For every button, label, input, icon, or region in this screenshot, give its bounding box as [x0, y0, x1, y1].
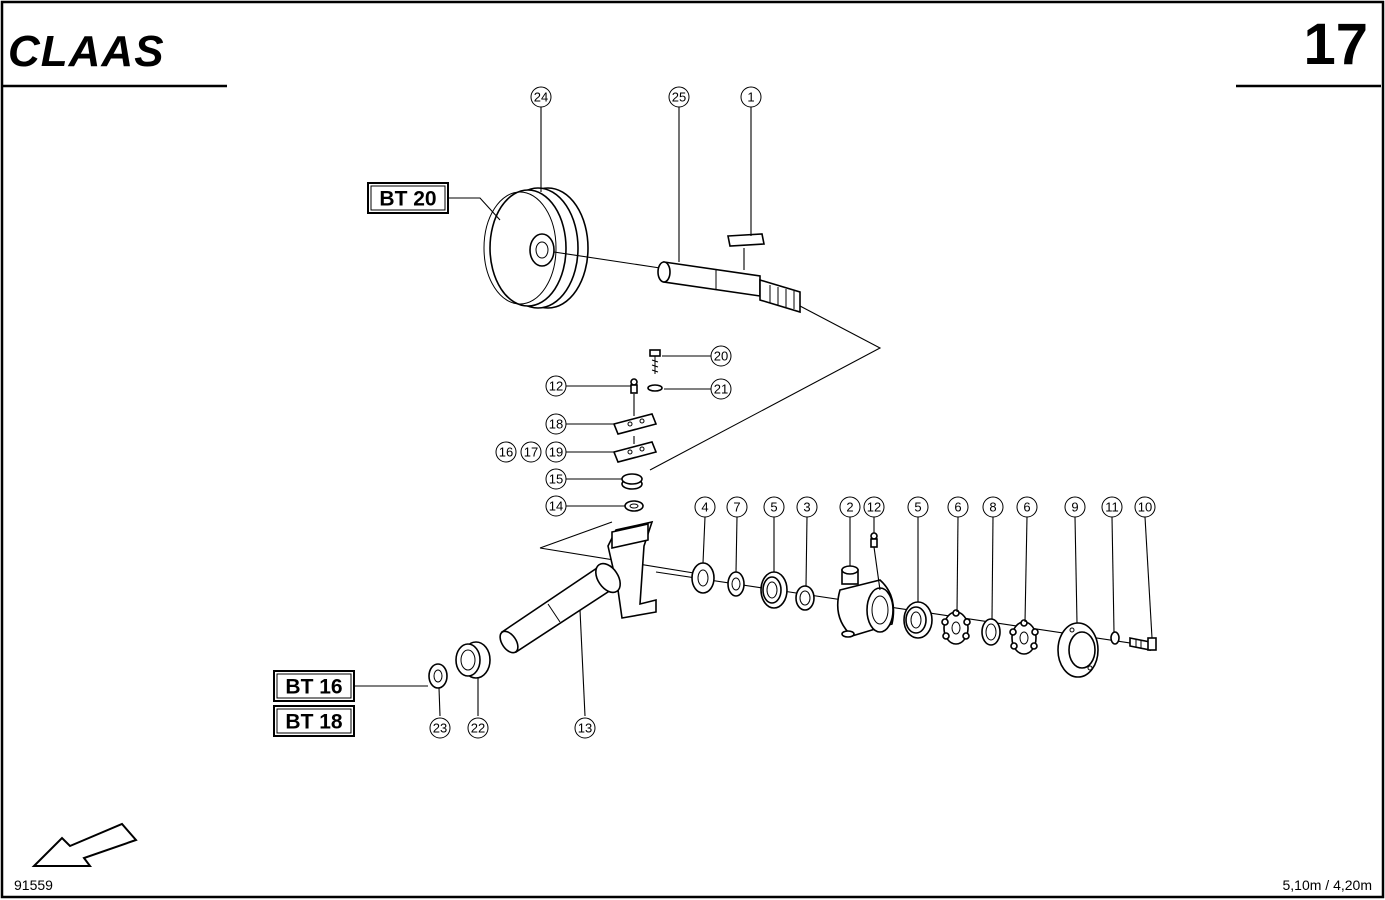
plate-19 [612, 441, 658, 463]
callout-3: 3 [796, 496, 818, 518]
drive-shaft [657, 261, 801, 314]
svg-text:21: 21 [714, 382, 728, 397]
svg-text:5: 5 [914, 500, 921, 515]
ref-label-bt18: BT 18 [285, 711, 343, 734]
cover-9 [1057, 622, 1099, 678]
svg-text:5: 5 [770, 500, 777, 515]
svg-text:23: 23 [433, 721, 447, 736]
svg-text:11: 11 [1105, 500, 1119, 515]
page-number: 17 [1303, 12, 1368, 77]
washer-21 [647, 384, 663, 392]
bearing-5a [760, 571, 788, 609]
washer-11 [1110, 631, 1120, 645]
callout-12-left: 12 [545, 375, 567, 397]
svg-text:12: 12 [549, 379, 563, 394]
pulley [483, 187, 589, 309]
callout-9: 9 [1064, 496, 1086, 518]
machine-size: 5,10m / 4,20m [1283, 877, 1373, 893]
grease-nipple-12 [630, 378, 638, 394]
callout-8: 8 [982, 496, 1004, 518]
ref-box-bt20[interactable]: BT 20 [367, 182, 449, 214]
svg-text:22: 22 [471, 721, 485, 736]
direction-arrow-icon [31, 822, 138, 867]
svg-text:20: 20 [714, 349, 728, 364]
svg-text:16: 16 [499, 445, 513, 460]
svg-text:6: 6 [954, 500, 961, 515]
svg-text:14: 14 [549, 499, 563, 514]
callout-22: 22 [467, 717, 489, 739]
feather-key [727, 233, 765, 247]
callout-17: 17 [520, 441, 542, 463]
svg-text:12: 12 [867, 500, 881, 515]
claas-logo: CLAAS [8, 27, 165, 76]
bolt-10 [1129, 637, 1157, 651]
svg-text:6: 6 [1023, 500, 1030, 515]
bearing-5b [903, 601, 933, 639]
callout-13: 13 [574, 717, 596, 739]
callout-15: 15 [545, 468, 567, 490]
callout-25: 25 [668, 86, 690, 108]
ref-label-bt20: BT 20 [379, 188, 436, 211]
callout-12-right: 12 [863, 496, 885, 518]
sprocket-6b [1009, 619, 1039, 655]
callout-23: 23 [429, 717, 451, 739]
bolt-20 [649, 349, 661, 374]
callout-6b: 6 [1016, 496, 1038, 518]
drawing-number: 91559 [14, 877, 53, 893]
svg-text:18: 18 [549, 417, 563, 432]
svg-text:13: 13 [578, 721, 592, 736]
ring-7 [727, 571, 745, 597]
grease-nipple-12b [870, 532, 878, 548]
ring-3 [795, 585, 815, 611]
ref-box-bt16[interactable]: BT 16 [273, 670, 355, 702]
svg-text:4: 4 [701, 500, 708, 515]
callout-5a: 5 [763, 496, 785, 518]
svg-text:24: 24 [534, 90, 548, 105]
bracket-arm [607, 520, 657, 619]
callout-6a: 6 [947, 496, 969, 518]
svg-text:17: 17 [524, 445, 538, 460]
callout-11: 11 [1101, 496, 1123, 518]
callout-7: 7 [726, 496, 748, 518]
callout-1: 1 [740, 86, 762, 108]
callout-19: 19 [545, 441, 567, 463]
callout-14: 14 [545, 495, 567, 517]
seal-4 [691, 562, 715, 594]
callout-20: 20 [710, 345, 732, 367]
svg-text:1: 1 [747, 90, 754, 105]
svg-text:8: 8 [989, 500, 996, 515]
svg-text:3: 3 [803, 500, 810, 515]
callout-2: 2 [839, 496, 861, 518]
bushing-15 [621, 473, 643, 490]
ref-label-bt16: BT 16 [285, 676, 342, 699]
callout-5b: 5 [907, 496, 929, 518]
housing-2 [836, 565, 895, 638]
svg-text:25: 25 [672, 90, 686, 105]
svg-text:19: 19 [549, 445, 563, 460]
callout-4: 4 [694, 496, 716, 518]
svg-text:9: 9 [1071, 500, 1078, 515]
callout-10: 10 [1134, 496, 1156, 518]
bushing-22 [455, 641, 491, 679]
ring-8 [981, 618, 1001, 646]
shaft-13 [499, 562, 621, 654]
svg-text:10: 10 [1138, 500, 1152, 515]
callout-21: 21 [710, 378, 732, 400]
callout-18: 18 [545, 413, 567, 435]
svg-text:15: 15 [549, 472, 563, 487]
plate-18 [612, 413, 658, 435]
washer-14 [624, 500, 644, 512]
callout-24: 24 [530, 86, 552, 108]
washer-23 [428, 663, 448, 689]
ref-box-bt18[interactable]: BT 18 [273, 705, 355, 737]
svg-text:7: 7 [733, 500, 740, 515]
svg-text:2: 2 [846, 500, 853, 515]
callout-16: 16 [495, 441, 517, 463]
